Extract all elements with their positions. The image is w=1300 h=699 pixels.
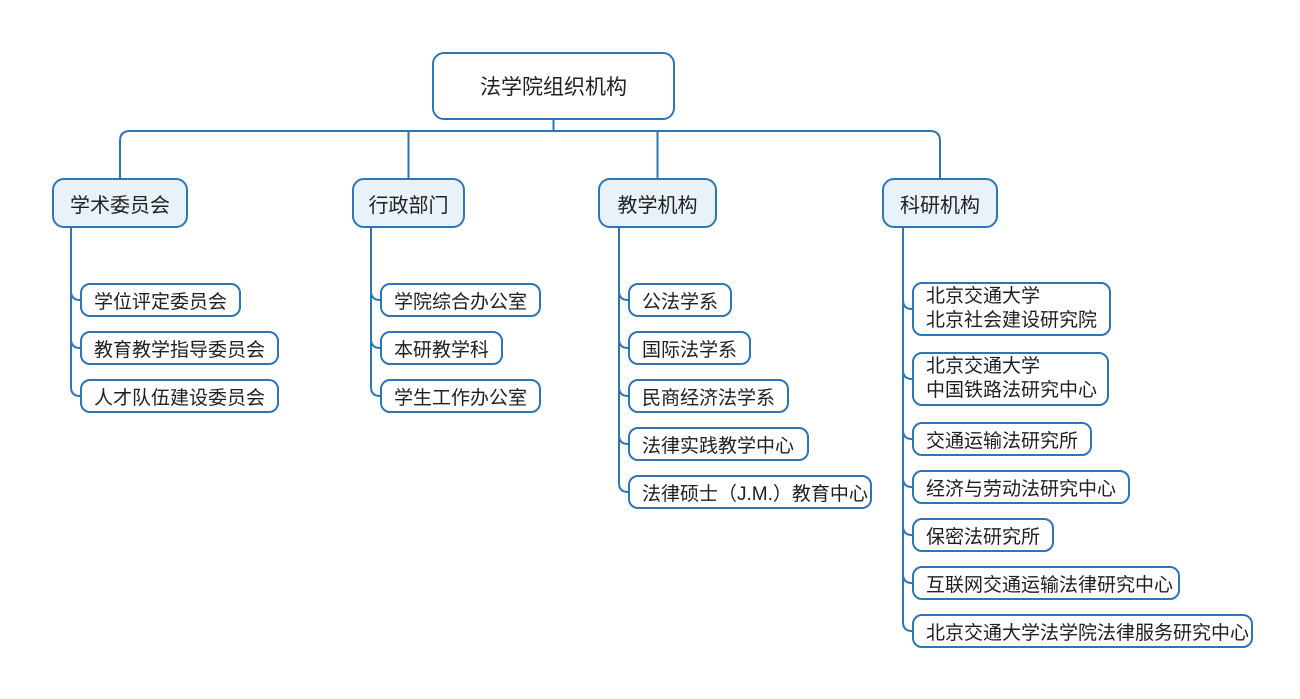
connector-line xyxy=(370,228,381,397)
org-node-branch-2: 教学机构 xyxy=(598,178,717,228)
org-node-child-3-3: 经济与劳动法研究中心 xyxy=(912,470,1130,504)
org-node-child-2-2: 民商经济法学系 xyxy=(628,379,789,413)
org-node-child-2-1: 国际法学系 xyxy=(628,331,751,365)
org-node-child-2-4: 法律硕士（J.M.）教育中心 xyxy=(628,475,872,509)
connector-line xyxy=(70,228,81,397)
org-node-child-3-1: 北京交通大学 中国铁路法研究中心 xyxy=(912,352,1109,406)
org-node-child-3-6: 北京交通大学法学院法律服务研究中心 xyxy=(912,614,1253,648)
org-node-child-0-0: 学位评定委员会 xyxy=(80,283,241,317)
org-node-branch-1: 行政部门 xyxy=(352,178,465,228)
connector-line xyxy=(370,290,381,301)
org-node-branch-0: 学术委员会 xyxy=(52,178,188,228)
connector-line xyxy=(70,338,81,349)
connector-line xyxy=(119,130,941,178)
org-node-child-0-2: 人才队伍建设委员会 xyxy=(80,379,279,413)
org-node-root: 法学院组织机构 xyxy=(432,52,675,120)
connector-line xyxy=(902,228,913,632)
org-node-child-2-0: 公法学系 xyxy=(628,283,732,317)
connector-line xyxy=(902,573,913,584)
org-node-child-3-5: 互联网交通运输法律研究中心 xyxy=(912,566,1180,600)
connector-line xyxy=(618,338,629,349)
org-node-branch-3: 科研机构 xyxy=(882,178,998,228)
org-node-label: 北京交通大学 北京社会建设研究院 xyxy=(926,286,1098,331)
org-node-label: 北京交通大学 中国铁路法研究中心 xyxy=(926,356,1098,401)
connector-line xyxy=(902,299,913,310)
connector-line xyxy=(902,525,913,536)
connector-line xyxy=(618,434,629,445)
connector-line xyxy=(902,429,913,440)
connector-line xyxy=(618,386,629,397)
connector-line xyxy=(70,290,81,301)
connector-line xyxy=(370,338,381,349)
org-node-child-3-2: 交通运输法研究所 xyxy=(912,422,1092,456)
connector-line xyxy=(902,369,913,380)
connector-line xyxy=(618,290,629,301)
org-node-child-3-0: 北京交通大学 北京社会建设研究院 xyxy=(912,282,1111,336)
org-node-child-0-1: 教育教学指导委员会 xyxy=(80,331,279,365)
org-node-child-1-0: 学院综合办公室 xyxy=(380,283,541,317)
org-node-child-1-1: 本研教学科 xyxy=(380,331,503,365)
org-node-child-1-2: 学生工作办公室 xyxy=(380,379,541,413)
connector-line xyxy=(902,477,913,488)
org-node-child-2-3: 法律实践教学中心 xyxy=(628,427,809,461)
org-node-child-3-4: 保密法研究所 xyxy=(912,518,1054,552)
connector-line xyxy=(618,228,629,493)
